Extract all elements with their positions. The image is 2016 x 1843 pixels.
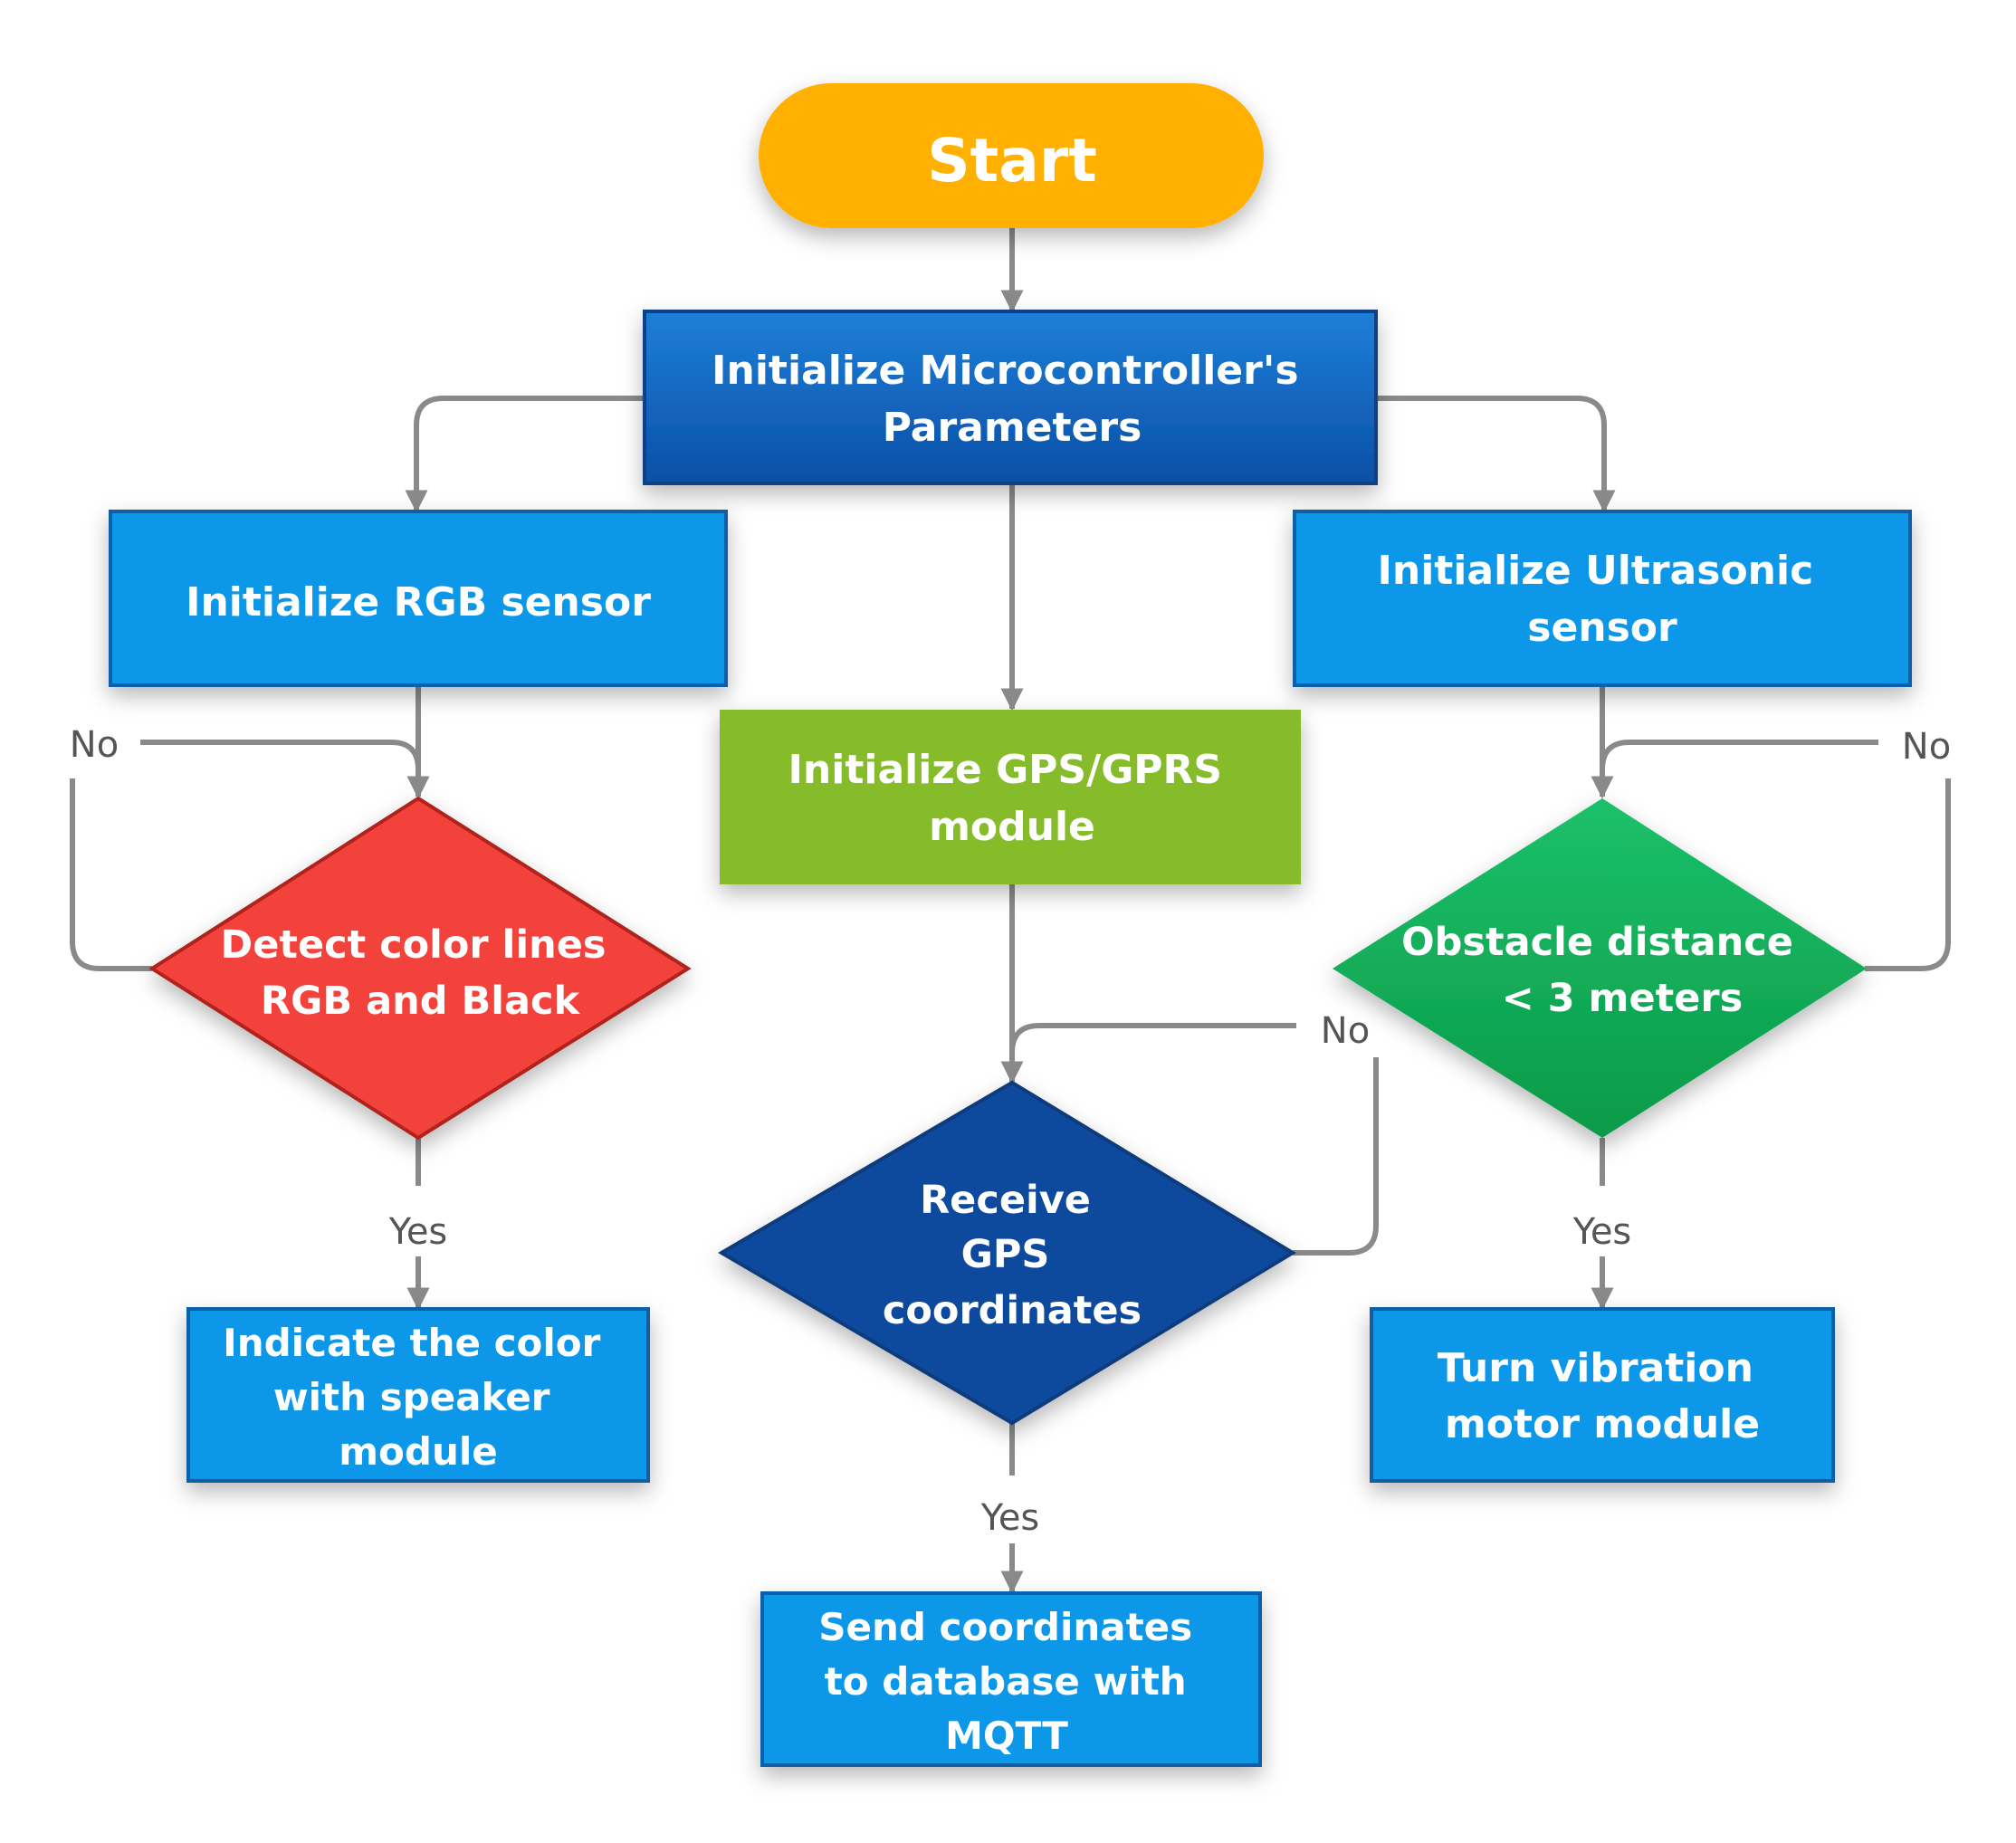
init-rgb-label: Initialize RGB sensor [186, 579, 651, 625]
detect-color-node [148, 796, 692, 1141]
no-label-right: No [1902, 726, 1951, 768]
init-gps-node [720, 710, 1301, 884]
connector-obstacle-no-return [1600, 740, 1878, 770]
connector-receive-no-loop [1293, 1057, 1379, 1256]
connector-obstacle-no-loop [1865, 778, 1951, 971]
branch-labels: No No No Yes Yes Yes [70, 724, 1951, 1539]
indicate-color-label: Indicate the color with speaker module [223, 1321, 614, 1474]
start-node [759, 83, 1264, 228]
no-label-left: No [70, 724, 119, 766]
yes-label-right: Yes [1572, 1211, 1632, 1253]
init-micro-label: Initialize Microcontroller's Parameters [712, 348, 1313, 451]
connectors [70, 228, 1951, 1594]
start-label: Start [927, 126, 1097, 196]
obstacle-node [1333, 798, 1867, 1138]
send-coords-node [760, 1591, 1262, 1767]
yes-label-left: Yes [388, 1211, 448, 1253]
init-gps-label: Initialize GPS/GPRS module [788, 747, 1237, 850]
yes-label-center: Yes [980, 1497, 1040, 1539]
connector-detect-no-return [140, 740, 421, 770]
connector-micro-to-ultrasonic [1376, 396, 1616, 513]
receive-gps-node [718, 1080, 1296, 1426]
connector-micro-to-rgb [405, 396, 645, 513]
init-ultrasonic-node [1293, 510, 1912, 687]
connector-detect-no-loop [70, 778, 152, 971]
init-ultrasonic-label: Initialize Ultrasonic sensor [1378, 548, 1828, 651]
init-rgb-node [109, 510, 728, 687]
vibration-node [1370, 1307, 1835, 1483]
obstacle-label: Obstacle distance < 3 meters [1401, 920, 1807, 1021]
receive-gps-label: Receive GPS coordinates [883, 1178, 1142, 1333]
init-micro-node [643, 310, 1378, 485]
no-label-center: No [1321, 1010, 1370, 1052]
detect-color-label: Detect color lines RGB and Black [221, 922, 620, 1024]
indicate-color-node [186, 1307, 650, 1483]
connector-receive-no-return [1009, 1023, 1296, 1054]
send-coords-label: Send coordinates to database with MQTT [818, 1605, 1206, 1758]
node-labels: Start Initialize Microcontroller's Param… [186, 126, 1828, 1758]
vibration-label: Turn vibration motor module [1438, 1345, 1768, 1447]
